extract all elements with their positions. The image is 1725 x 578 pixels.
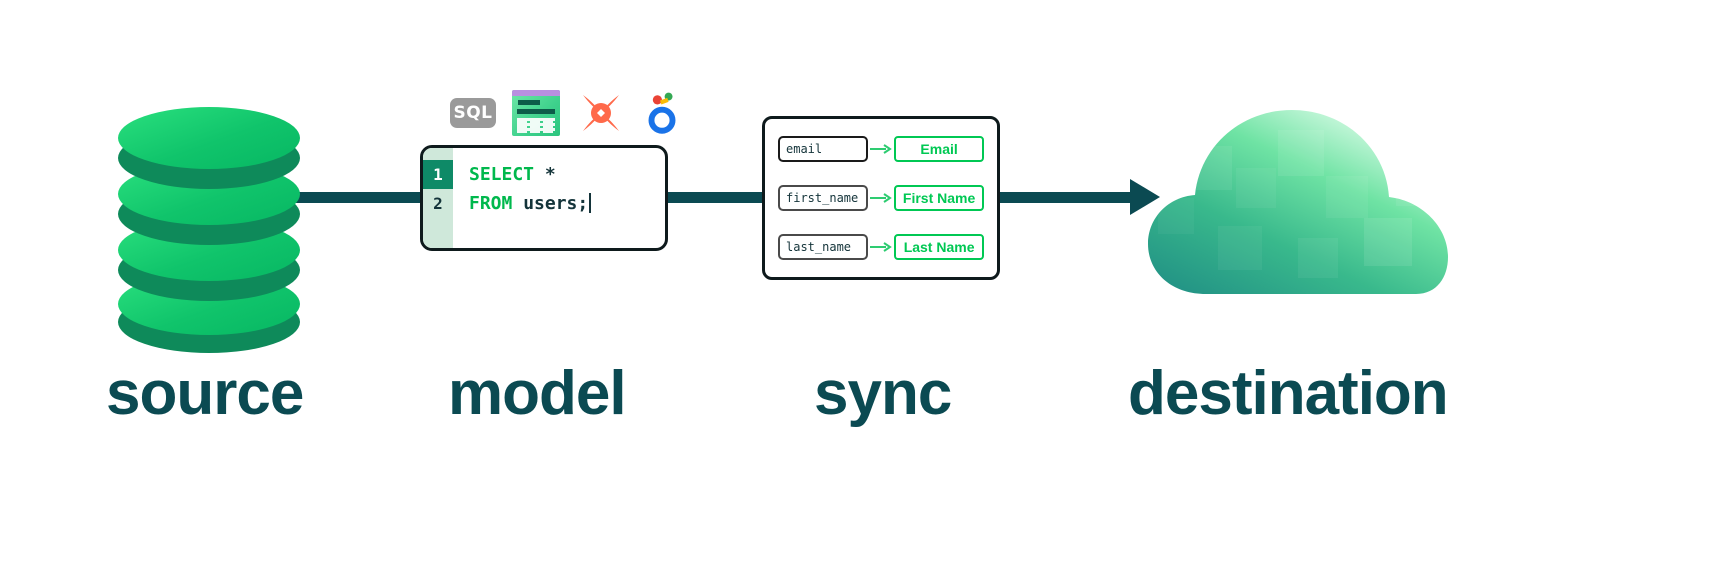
google-sheets-icon — [512, 90, 560, 136]
sql-keyword-select: SELECT — [469, 164, 535, 185]
mapping-arrow-icon — [868, 241, 894, 253]
sql-icon: SQL — [450, 98, 496, 128]
model-tool-icon-row: SQL — [450, 88, 682, 138]
destination-field-first-name[interactable]: First Name — [894, 185, 984, 211]
sql-line-2-rest: users; — [512, 193, 589, 214]
mapping-arrow-icon — [868, 192, 894, 204]
destination-field-email[interactable]: Email — [894, 136, 984, 162]
destination-cloud-icon — [1148, 108, 1448, 294]
editor-code-line-1: SELECT * — [469, 160, 665, 189]
source-field-last-name[interactable]: last_name — [778, 234, 869, 260]
stage-label-source: source — [106, 359, 304, 428]
sheets-grid — [517, 118, 555, 133]
sheets-header-line — [518, 100, 540, 105]
source-field-first-name[interactable]: first_name — [778, 185, 869, 211]
sql-icon-label: SQL — [453, 103, 493, 123]
mapping-row: first_name First Name — [778, 182, 984, 214]
source-database-icon — [118, 105, 300, 353]
destination-field-last-name[interactable]: Last Name — [894, 234, 984, 260]
connector-model-to-sync — [655, 192, 775, 203]
mapping-arrow-icon — [868, 143, 894, 155]
stage-label-sync: sync — [814, 359, 952, 428]
looker-studio-icon — [648, 92, 676, 134]
editor-line-number-1: 1 — [423, 160, 453, 189]
dbt-icon — [583, 95, 619, 131]
sql-editor[interactable]: 1 2 SELECT * FROM users; — [420, 145, 668, 251]
arrowhead-icon — [1130, 179, 1160, 215]
editor-code-area[interactable]: SELECT * FROM users; — [453, 148, 665, 248]
text-caret — [589, 193, 592, 213]
source-field-email[interactable]: email — [778, 136, 869, 162]
sql-line-1-rest: * — [534, 164, 556, 185]
mapping-row: last_name Last Name — [778, 231, 984, 263]
sql-keyword-from: FROM — [469, 193, 513, 214]
sheets-rule-line — [517, 109, 555, 114]
mapping-row: email Email — [778, 133, 984, 165]
stage-label-destination: destination — [1128, 359, 1449, 428]
db-disc-1 — [118, 107, 300, 169]
editor-code-line-2: FROM users; — [469, 189, 665, 218]
connector-sync-to-destination — [1000, 192, 1140, 203]
sheets-top-bar — [512, 90, 560, 96]
stage-label-model: model — [448, 359, 627, 428]
connector-source-to-model — [288, 192, 433, 203]
sync-mapping-card: email Email first_name First Name last_n… — [762, 116, 1000, 280]
editor-gutter: 1 2 — [423, 148, 453, 248]
editor-line-number-2: 2 — [433, 194, 443, 213]
